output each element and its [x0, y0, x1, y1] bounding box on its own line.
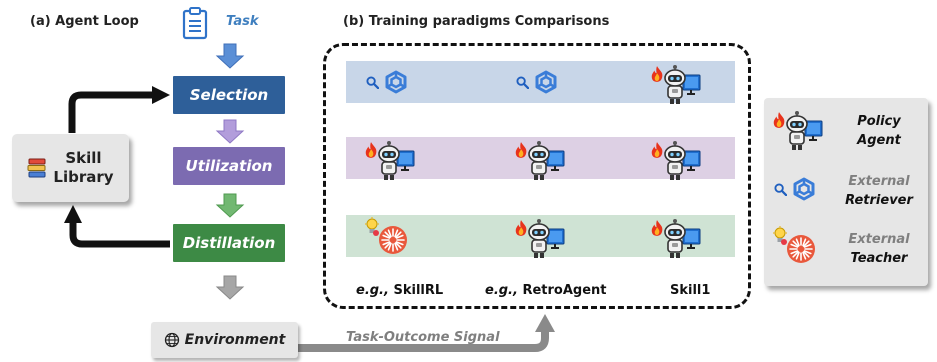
arrow-distillation-to-environment: [215, 275, 245, 300]
skill-library-line1: Skill: [65, 149, 102, 167]
environment-label: Environment: [184, 332, 286, 348]
external-retriever-icon: [774, 177, 815, 201]
policy-agent-icon: [651, 218, 701, 259]
policy-agent-icon: [515, 140, 565, 181]
arrow-outcome-signal: [298, 330, 549, 352]
policy-agent-icon: [651, 140, 701, 181]
panel-a-title: (a) Agent Loop: [30, 14, 139, 29]
policy-agent-icon: [773, 110, 823, 151]
selection-stage: Selection: [173, 76, 285, 114]
legend-policy-line1: Policy: [857, 114, 901, 129]
arrow-task-to-selection: [215, 43, 245, 69]
comparison-frame: [323, 43, 751, 309]
external-retriever-icon: [366, 70, 407, 94]
paradigm-row-1: [346, 61, 735, 105]
policy-agent-icon: [651, 64, 701, 105]
clipboard-icon: [182, 7, 208, 40]
arrow-library-to-selection: [68, 91, 155, 133]
panel-b-title: (b) Training paradigms Comparisons: [343, 14, 610, 29]
legend-retriever-line1: External: [848, 174, 910, 189]
legend-teacher: External Teacher: [839, 230, 919, 268]
arrow-distillation-to-library: [69, 221, 170, 248]
legend-teacher-line1: External: [848, 232, 910, 247]
legend-teacher-line2: Teacher: [850, 251, 908, 266]
eg-prefix: e.g.,: [485, 283, 518, 298]
distillation-stage: Distillation: [173, 224, 285, 262]
arrow-selection-to-utilization: [215, 119, 245, 144]
arrow-utilization-to-distillation: [215, 193, 245, 218]
task-outcome-signal: Task-Outcome Signal: [346, 330, 500, 345]
legend-retriever-line2: Retriever: [845, 193, 913, 208]
paradigm-row-2: [346, 137, 735, 181]
globe-icon: [164, 332, 179, 348]
skill-library-line2: Library: [53, 168, 114, 186]
external-teacher-icon: [772, 226, 816, 264]
legend-policy-line2: Agent: [857, 133, 901, 148]
utilization-stage: Utilization: [173, 147, 285, 185]
external-teacher-icon: [364, 217, 408, 255]
skill-library-box: Skill Library: [12, 134, 129, 202]
example-skillrl: e.g., SkillRL: [356, 283, 443, 298]
example-retroagent: e.g., RetroAgent: [485, 283, 607, 298]
policy-agent-icon: [515, 218, 565, 259]
policy-agent-icon: [365, 140, 415, 181]
retroagent-name: RetroAgent: [517, 283, 607, 298]
legend-policy: Policy Agent: [839, 112, 919, 150]
legend-retriever: External Retriever: [839, 172, 919, 210]
task-label: Task: [226, 14, 259, 29]
skillrl-name: SkillRL: [388, 283, 444, 298]
external-retriever-icon: [516, 70, 557, 94]
eg-prefix: e.g.,: [356, 283, 389, 298]
environment-box: Environment: [151, 322, 298, 358]
books-icon: [27, 158, 46, 178]
example-skill1: Skill1: [670, 283, 711, 298]
legend-box: Policy Agent External Retriever External…: [764, 98, 928, 286]
paradigm-row-3: [346, 215, 735, 259]
